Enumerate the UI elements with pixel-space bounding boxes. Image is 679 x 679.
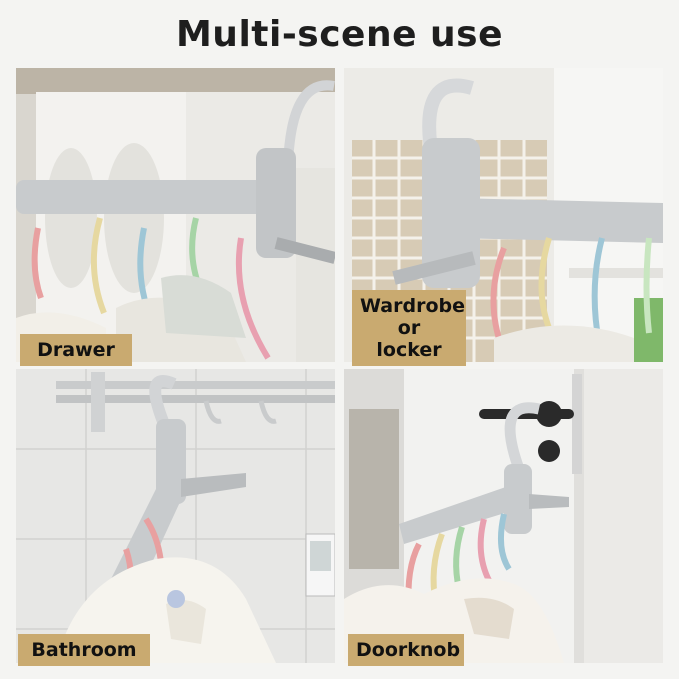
scene-doorknob-photo	[344, 369, 663, 663]
doorknob-illustration	[344, 369, 663, 663]
scene-drawer-photo	[16, 68, 335, 362]
page-title: Multi-scene use	[175, 14, 504, 55]
scene-bathroom-label: Bathroom	[18, 634, 150, 666]
scene-drawer-label: Drawer	[20, 334, 132, 366]
scene-doorknob-label: Doorknob	[348, 634, 464, 666]
bathroom-illustration	[16, 369, 335, 663]
scene-wardrobe-label: Wardrobe or locker	[352, 290, 466, 366]
drawer-illustration	[16, 68, 335, 362]
scene-bathroom-photo	[16, 369, 335, 663]
